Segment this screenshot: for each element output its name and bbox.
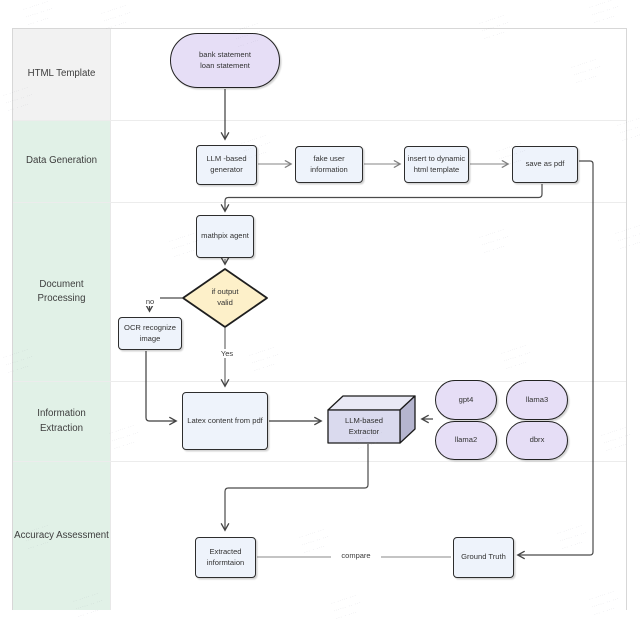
node-decision-if-output-valid: if output valid [211, 287, 239, 307]
edge-label-no: no [140, 297, 160, 306]
swimlane-body-accuracy-assessment [111, 462, 626, 610]
swimlane-label-information-extraction: Information Extraction [13, 382, 111, 461]
node-mathpix-agent: mathpix agent [196, 215, 254, 258]
edge-label-yes: Yes [214, 349, 240, 358]
swimlane-body-document-processing [111, 203, 626, 381]
swimlane-label-data-generation: Data Generation [13, 121, 111, 202]
swimlane-accuracy-assessment: Accuracy Assessment [13, 461, 626, 610]
edge-label-compare: compare [331, 551, 381, 560]
node-llm-generator: LLM -based generator [196, 145, 257, 185]
node-save-as-pdf: save as pdf [512, 146, 578, 183]
node-fake-user-information: fake user information [295, 146, 363, 183]
node-insert-html-template: insert to dynamic html template [404, 146, 469, 183]
node-llm-extractor: LLM-based Extractor [345, 415, 383, 436]
swimlane-label-accuracy-assessment: Accuracy Assessment [13, 462, 111, 610]
node-model-llama2: llama2 [435, 421, 497, 460]
swimlane-document-processing: Document Processing [13, 202, 626, 381]
node-model-gpt4: gpt4 [435, 380, 497, 420]
swimlane-table: HTML Template Data Generation Document P… [12, 28, 627, 610]
node-model-dbrx: dbrx [506, 421, 568, 460]
node-ocr-recognize-image: OCR recognize image [118, 317, 182, 350]
watermark: ·· ····· ··· ······ ·· ··· ··· · ···· [588, 0, 621, 26]
node-extracted-information: Extracted informtaion [195, 537, 256, 578]
node-start-documents: bank statement loan statement [170, 33, 280, 88]
swimlane-html-template: HTML Template [13, 29, 626, 120]
swimlane-label-document-processing: Document Processing [13, 203, 111, 381]
watermark: ·· ····· ··· ······ ·· ··· ··· · ···· [22, 0, 55, 28]
node-ground-truth: Ground Truth [453, 537, 514, 578]
node-latex-content: Latex content from pdf [182, 392, 268, 450]
swimlane-label-html-template: HTML Template [13, 29, 111, 120]
node-model-llama3: llama3 [506, 380, 568, 420]
